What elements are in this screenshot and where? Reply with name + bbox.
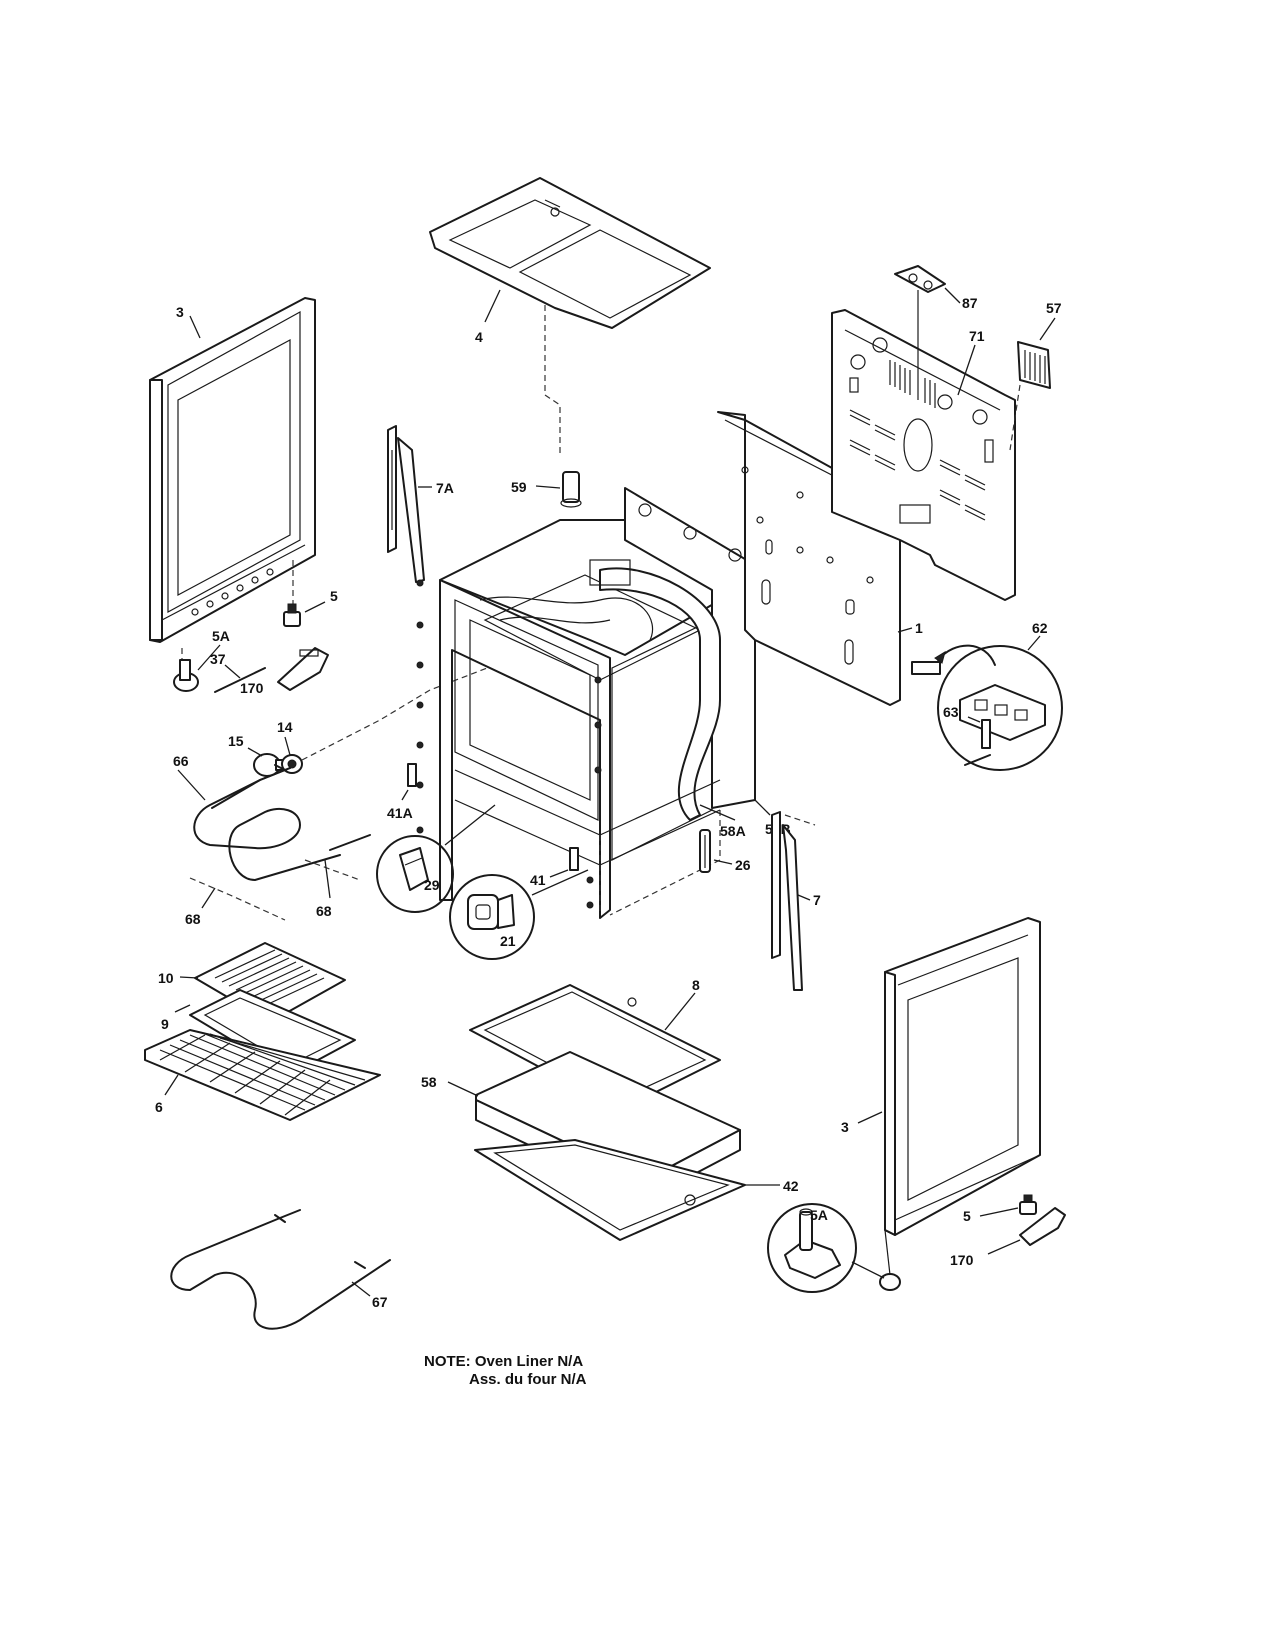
label-58: 58 (421, 1074, 437, 1090)
hinge-arm-170-left (277, 647, 329, 691)
terminal-block-62 (911, 645, 1063, 771)
label-9: 9 (161, 1016, 169, 1032)
label-58A: 58A (720, 823, 746, 839)
label-6: 6 (155, 1099, 163, 1115)
label-7: 7 (813, 892, 821, 908)
bake-element-66 (193, 764, 371, 881)
label-4: 4 (475, 329, 483, 345)
hinge-receiver-5A-left (173, 659, 199, 692)
bracket-41 (569, 847, 579, 871)
label-59: 59 (511, 479, 527, 495)
label-62: 62 (1032, 620, 1048, 636)
label-10: 10 (158, 970, 174, 986)
oven-rack-6 (144, 1029, 381, 1121)
broil-element-67 (170, 1209, 391, 1330)
clip-21-detail (449, 874, 535, 960)
hinge-5-left (283, 603, 301, 627)
label-37: 37 (210, 651, 226, 667)
label-71: 71 (969, 328, 985, 344)
label-63: 63 (943, 704, 959, 720)
hinge-receiver-5A-right (767, 1203, 901, 1293)
hinge-arm-170-right (1019, 1207, 1066, 1246)
foot-59 (560, 471, 582, 508)
label-15: 15 (228, 733, 244, 749)
broiler-grid-10 (194, 942, 346, 1023)
rack-support-7A (387, 425, 425, 583)
door-left (149, 297, 316, 643)
label-67: 67 (372, 1294, 388, 1310)
note-line-1: NOTE: Oven Liner N/A (424, 1353, 584, 1370)
label-41: 41 (530, 872, 546, 888)
label-29: 29 (424, 877, 440, 893)
label-5A-right: 5A (810, 1207, 828, 1223)
rack-support-7 (771, 811, 803, 991)
door-right (884, 917, 1041, 1236)
label-3-right: 3 (841, 1119, 849, 1135)
label-5-right: 5 (963, 1208, 971, 1224)
label-66: 66 (173, 753, 189, 769)
label-5-left: 5 (330, 588, 338, 604)
bracket-41A (407, 763, 417, 787)
label-68-right: 68 (316, 903, 332, 919)
label-3-left: 3 (176, 304, 184, 320)
note-line-2: Ass. du four N/A (469, 1371, 587, 1388)
label-42: 42 (783, 1178, 799, 1194)
label-21: 21 (500, 933, 516, 949)
guide-26 (699, 829, 711, 873)
label-68-left: 68 (185, 911, 201, 927)
label-26: 26 (735, 857, 751, 873)
label-170-right: 170 (950, 1252, 974, 1268)
lamp-15 (253, 753, 287, 777)
label-41A: 41A (387, 805, 413, 821)
top-panel (429, 177, 711, 329)
label-7A: 7A (436, 480, 454, 496)
cover-57 (1017, 341, 1051, 389)
label-1: 1 (915, 620, 923, 636)
label-5A-left: 5A (212, 628, 230, 644)
label-8: 8 (692, 977, 700, 993)
rear-cover-71 (831, 309, 1016, 601)
hinge-5-right (1019, 1194, 1037, 1215)
gasket-87 (894, 265, 946, 293)
clip-29-detail (376, 835, 454, 913)
label-14: 14 (277, 719, 293, 735)
label-57: 57 (1046, 300, 1062, 316)
wire-68 (189, 859, 361, 921)
label-87: 87 (962, 295, 978, 311)
label-170-left: 170 (240, 680, 264, 696)
